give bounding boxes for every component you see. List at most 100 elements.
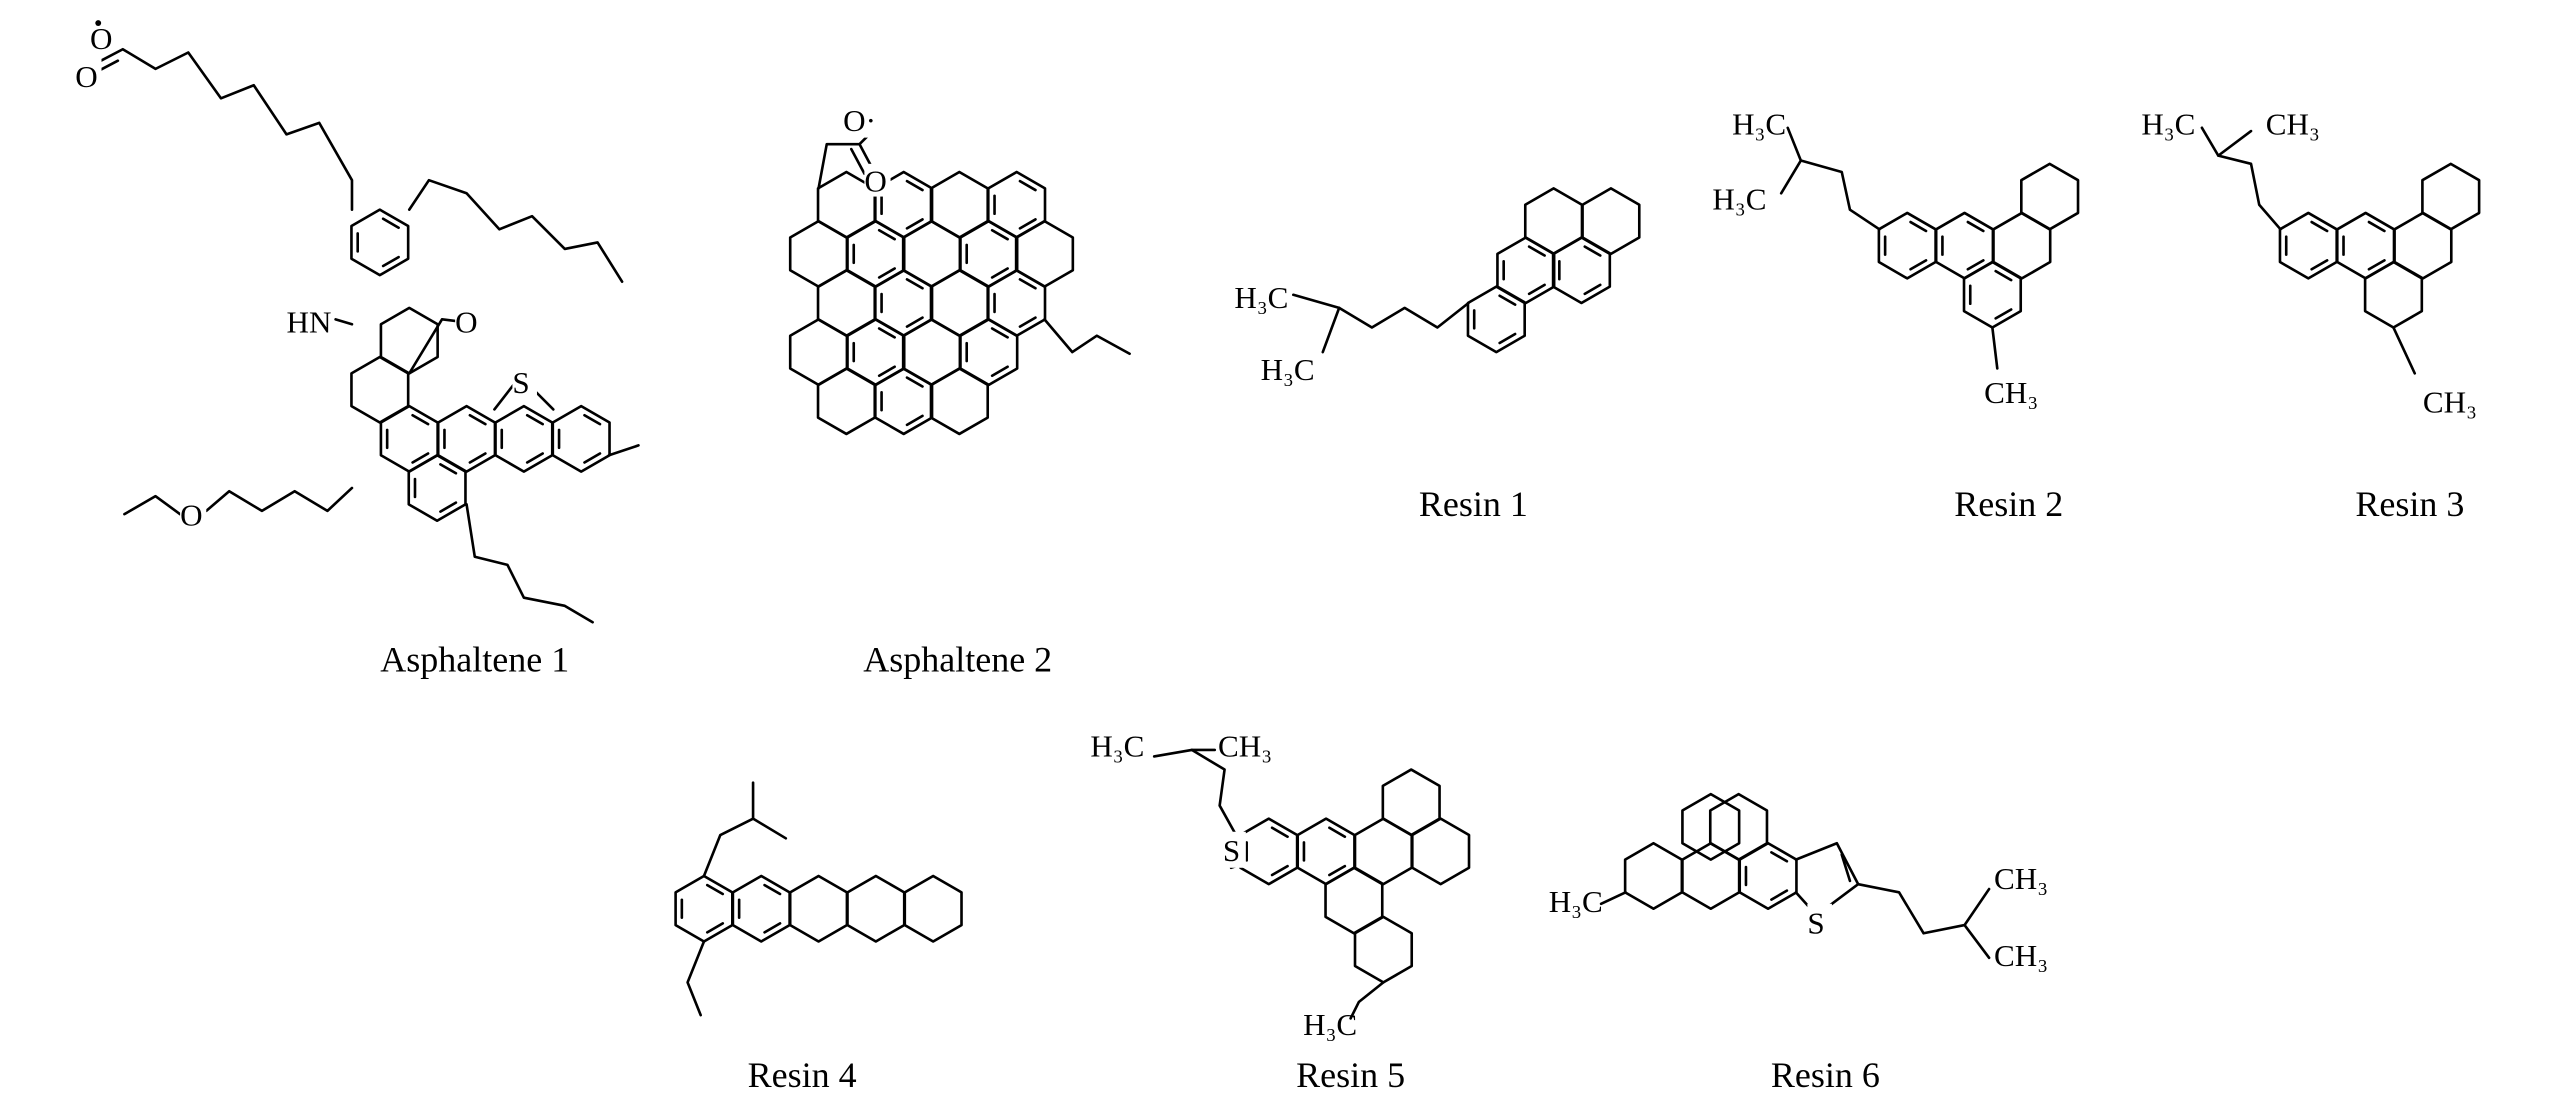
double-bond [381,255,400,268]
atom-label: O [180,498,202,533]
molecule-caption: Resin 6 [1771,1055,1880,1095]
atom-label: O [455,304,477,339]
double-bond [1328,826,1347,839]
chain-bond [2392,326,2417,375]
chain-bond [123,494,182,516]
ring-bond [788,874,849,943]
ring-bond [874,367,934,436]
double-bond [905,278,924,290]
molecule-caption: Asphaltene 2 [863,639,1052,679]
resin-2: H₃C H₃C CH₃ Resin 2 [1712,106,2063,523]
double-bond [1966,220,1985,233]
double-bond [763,883,782,896]
atom-label: CH₃ [1994,938,2048,973]
ring-bond [1551,236,1612,305]
ring-bond [846,874,906,943]
atom-label: S [512,365,529,400]
chain-bond [1856,882,1991,935]
chain-bond [1043,318,1131,356]
atom-label: CH₃ [1218,728,1272,763]
double-bond [1270,864,1289,877]
double-bond [1966,259,1985,271]
chain-bond [1349,981,1385,1020]
resin-3: H₃C CH₃ CH₃ Resin 3 [2141,106,2477,523]
double-bond [1583,283,1602,296]
chain-bond [407,318,457,375]
radical-dot [95,20,102,26]
ring-bond [874,268,934,338]
double-bond [2310,259,2329,271]
chain-bond [1321,306,1341,354]
ring-bond [901,318,962,387]
ring-bond [1877,211,1937,280]
double-bond [381,217,400,230]
chain-bond [607,444,640,457]
atom-label: O· [843,103,876,138]
double-bond [990,327,1009,339]
atom-label: CH₃ [1994,861,2048,896]
double-bond [763,922,782,934]
double-bond [1909,259,1928,271]
chain-bond [334,318,354,326]
asphaltene-2: O· O Asphaltene 2 [841,101,1052,679]
atom-label: H₃C [1712,182,1766,217]
double-bond [877,327,896,339]
ring-bond [929,367,990,436]
double-bond [1018,179,1037,192]
double-bond [411,452,430,464]
ring-bond [1623,841,1684,911]
atom-label: CH₃ [2266,106,2320,141]
double-bond [1994,269,2013,282]
chain-bond [1779,159,1803,195]
double-bond [1583,245,1602,257]
double-bond [2310,220,2329,233]
ring-bond [903,874,963,943]
asphaltene-1: O O HN O S O Asphaltene 1 [75,20,569,679]
atom-label: HN [286,304,331,339]
chain-bond [702,781,755,878]
ring-bond [1014,219,1075,288]
ring-bond [1681,841,1741,911]
double-bond [411,413,430,426]
double-bond [1270,826,1289,839]
resin-1: H₃C H₃C Resin 1 [1234,280,1528,524]
chain-bond [1786,126,1881,231]
double-bond [905,218,924,230]
double-bond [525,452,544,464]
double-bond [1770,851,1789,863]
ring-bond [2335,211,2396,280]
atom-label: S [1223,833,1240,868]
atom-label: H₃C [1549,884,1603,919]
ring-bond [731,874,791,943]
atom-label: CH₃ [2423,385,2477,420]
double-bond [583,452,602,464]
resin-6: H₃C S CH₃ CH₃ Resin 6 [1549,861,2048,1095]
ring-bond [494,404,554,473]
double-bond [468,452,487,464]
ring-bond [551,404,611,473]
chain-bond [849,147,866,175]
atom-label: CH₃ [1984,375,2038,410]
ring-bond [350,208,410,277]
molecule-caption: Resin 2 [1954,484,2063,524]
double-bond [877,365,896,378]
molecule-caption: Resin 3 [2355,484,2464,524]
double-bond [705,883,725,896]
molecule-caption: Resin 1 [1419,484,1528,524]
double-bond [1994,308,2013,320]
molecule-caption: Resin 4 [748,1055,857,1095]
ring-bond [407,453,467,523]
ring-bond [2278,211,2339,280]
double-bond [1770,889,1789,901]
double-bond [1527,283,1546,296]
double-bond [990,365,1009,378]
double-bond [525,413,544,426]
chain-bond [2216,129,2253,157]
chain-bond [90,47,354,211]
chain-bond [686,940,706,1017]
double-bond [877,228,896,241]
double-bond [990,228,1009,241]
chain-bond [407,178,624,284]
atom-label: O [864,164,886,199]
